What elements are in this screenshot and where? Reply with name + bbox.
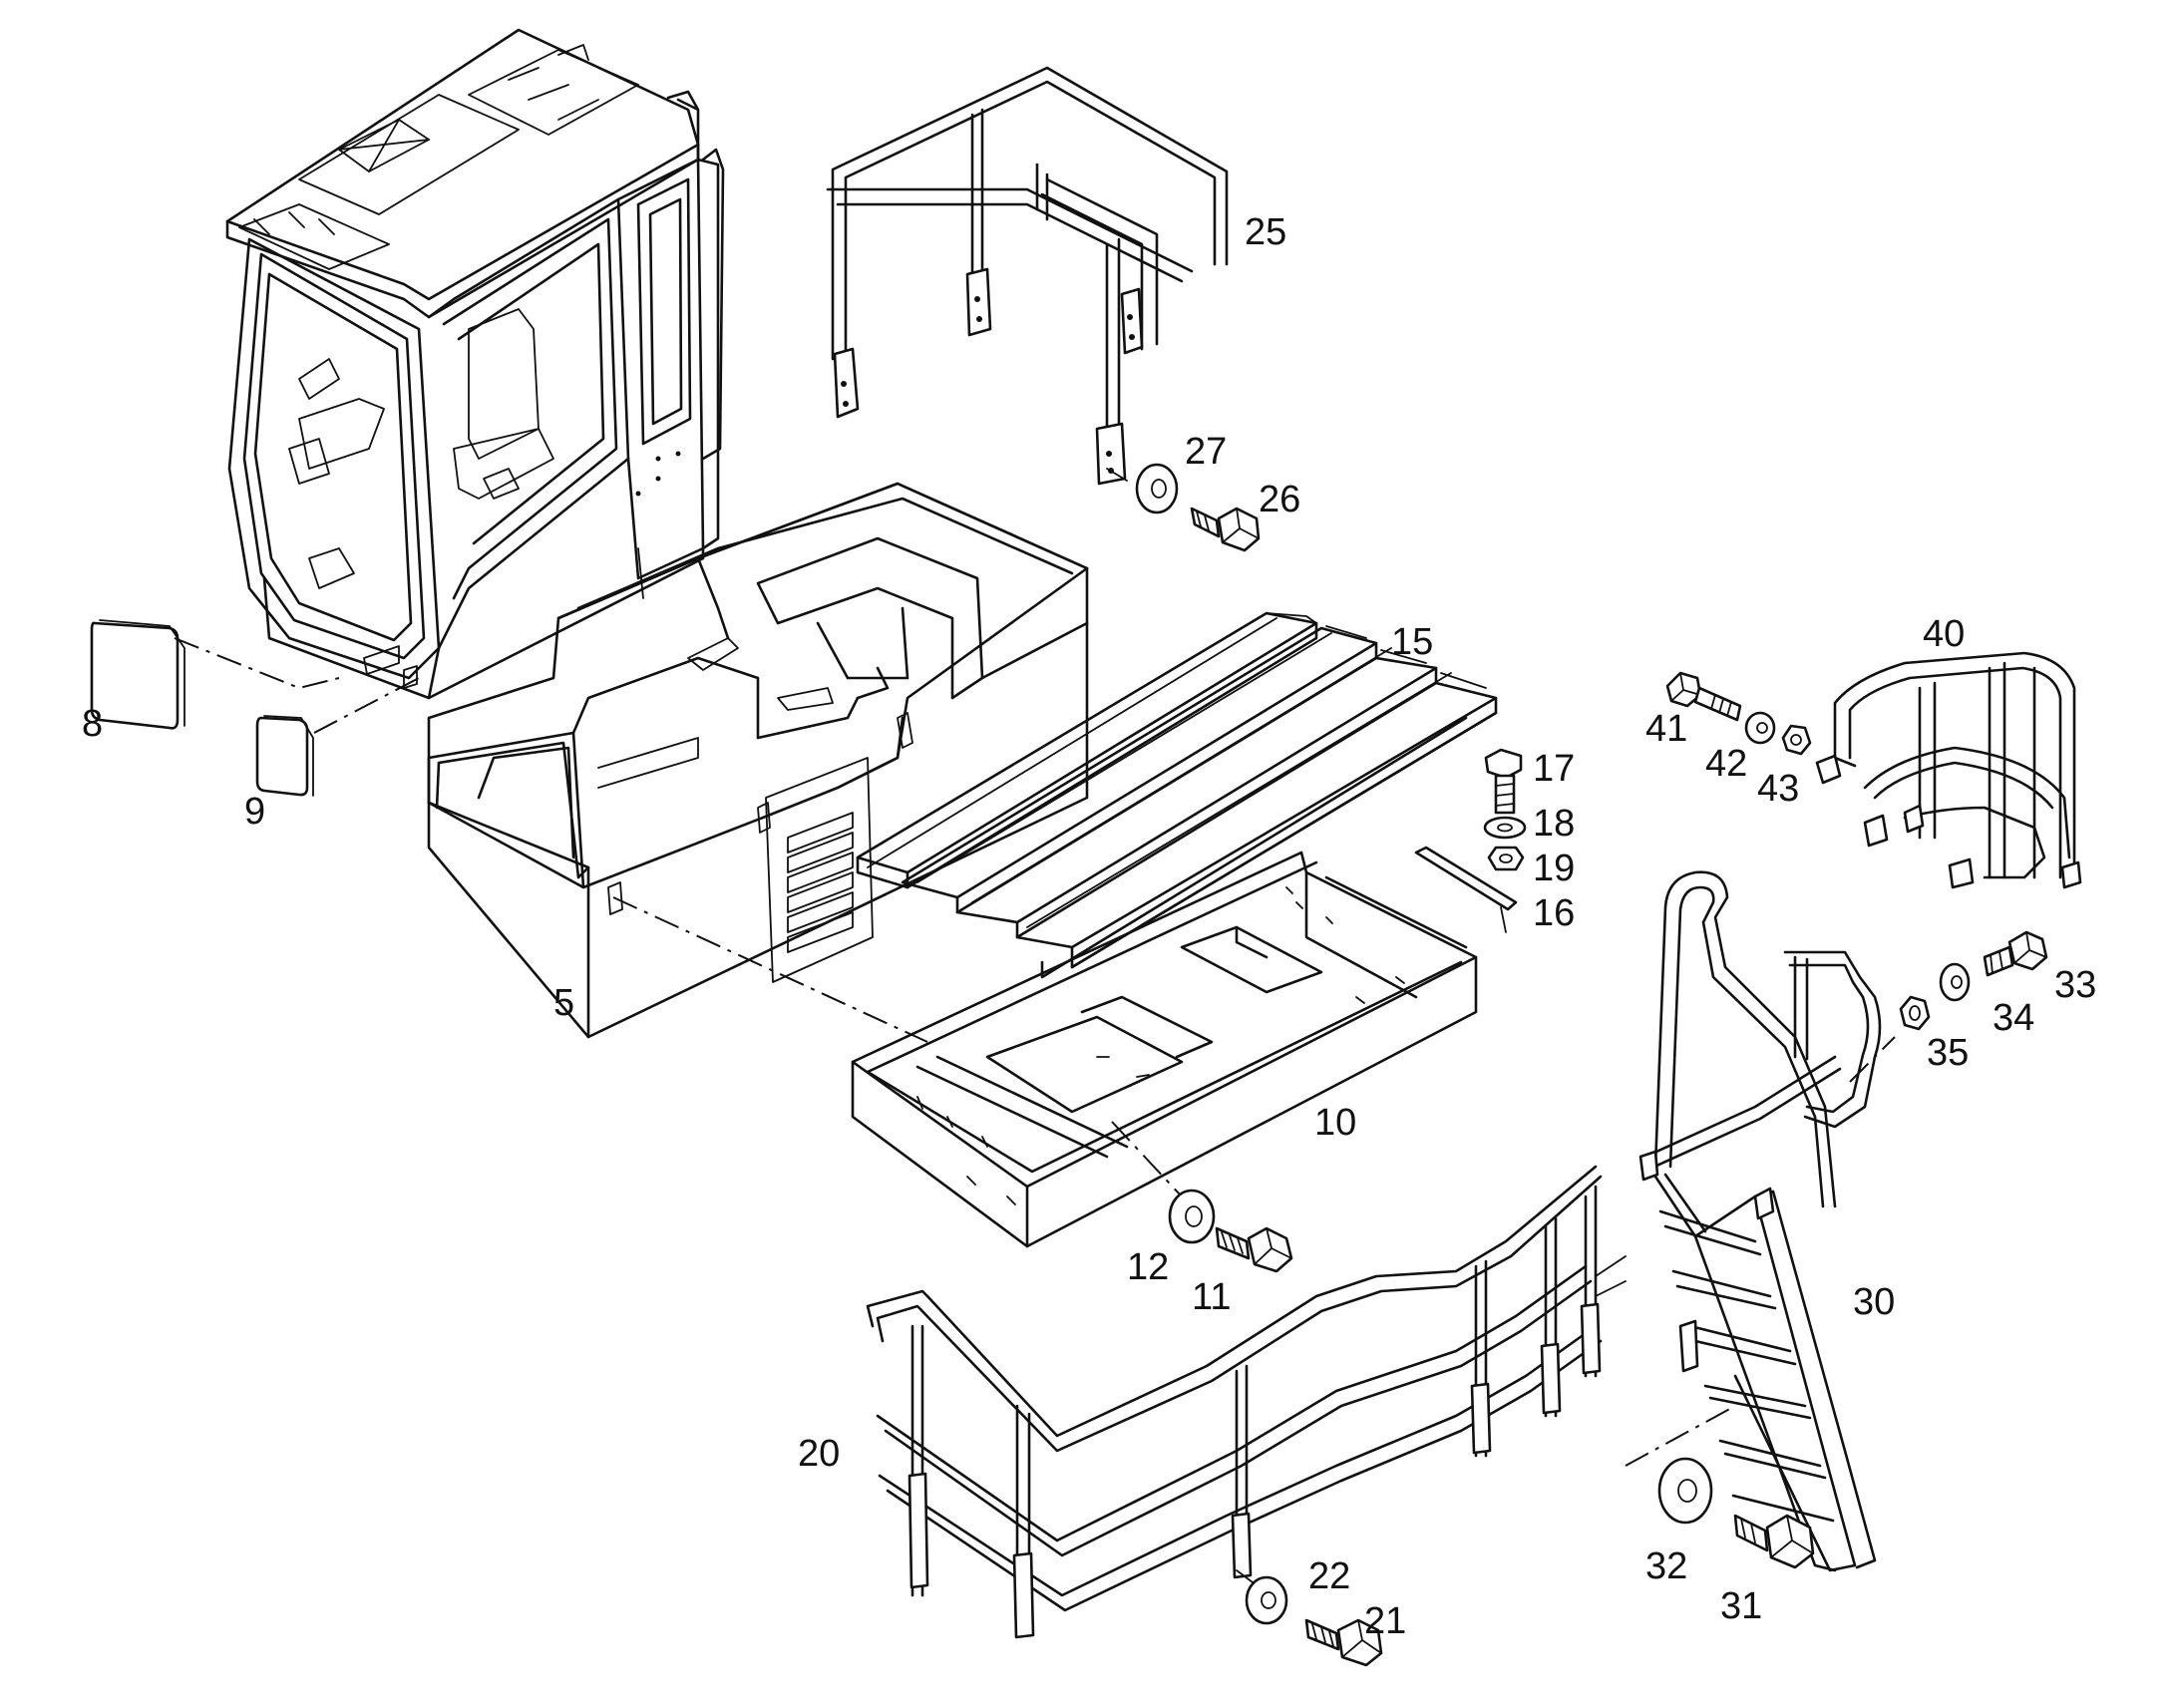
grating-planks-15 (856, 611, 1498, 979)
washer-27 (1135, 463, 1179, 514)
label-41: 41 (1645, 708, 1687, 750)
label-35: 35 (1927, 1032, 1969, 1074)
callout-labels: 5 8 9 10 11 12 15 16 17 18 19 20 21 22 2… (82, 211, 2096, 1642)
label-21: 21 (1364, 1600, 1406, 1642)
pad-9 (255, 715, 314, 797)
washer-42 (1744, 711, 1776, 745)
bolt-31 (1733, 1514, 1815, 1569)
bolt-17 (1484, 748, 1523, 815)
cage-guard-40 (1815, 651, 2082, 889)
nut-19 (1487, 846, 1525, 871)
railing-20 (866, 1165, 1627, 1639)
nut-35 (1899, 995, 1931, 1031)
washer-18 (1483, 816, 1527, 840)
bolt-21 (1304, 1618, 1383, 1667)
label-33: 33 (2054, 964, 2096, 1006)
label-10: 10 (1314, 1102, 1356, 1144)
bolt-26 (1190, 507, 1261, 552)
pad-leader-lines (174, 637, 420, 734)
label-43: 43 (1757, 768, 1799, 810)
label-12: 12 (1127, 1246, 1169, 1288)
label-27: 27 (1185, 431, 1227, 473)
label-30: 30 (1853, 1281, 1895, 1323)
nut-43 (1781, 724, 1812, 756)
label-18: 18 (1533, 803, 1575, 845)
label-19: 19 (1533, 848, 1575, 889)
washer-34 (1939, 962, 1971, 1002)
label-40: 40 (1923, 613, 1965, 655)
label-20: 20 (798, 1433, 840, 1475)
platform-frame-5 (427, 482, 1089, 1039)
leader-ladder-bolt (1625, 1405, 1736, 1467)
label-15: 15 (1391, 621, 1433, 663)
pad-8 (90, 619, 185, 730)
tray-10 (851, 851, 1478, 1248)
washer-12 (1168, 1189, 1216, 1244)
leader-frame-tray (612, 896, 928, 1043)
strap-16 (1414, 846, 1518, 933)
vent-grille (787, 812, 854, 953)
label-25: 25 (1245, 211, 1286, 253)
label-11: 11 (1192, 1276, 1231, 1318)
label-16: 16 (1533, 892, 1575, 934)
label-34: 34 (1993, 997, 2034, 1039)
railing-25 (826, 66, 1229, 486)
label-8: 8 (82, 703, 103, 745)
label-42: 42 (1705, 743, 1747, 785)
label-32: 32 (1645, 1545, 1687, 1587)
bolt-41 (1665, 671, 1742, 722)
bolt-11 (1215, 1226, 1293, 1273)
label-22: 22 (1308, 1555, 1350, 1597)
washer-32 (1657, 1457, 1713, 1525)
bolt-33 (1983, 930, 2048, 977)
ladder-30 (1638, 870, 1882, 1572)
label-17: 17 (1533, 748, 1575, 790)
label-26: 26 (1259, 479, 1300, 520)
leader-ladder-rail (1849, 1036, 1896, 1083)
label-5: 5 (553, 982, 574, 1024)
leader-tray-bolt (1111, 1121, 1183, 1197)
label-31: 31 (1720, 1585, 1762, 1627)
washer-22 (1245, 1575, 1288, 1625)
operator-cab (225, 28, 725, 700)
label-9: 9 (244, 791, 265, 833)
